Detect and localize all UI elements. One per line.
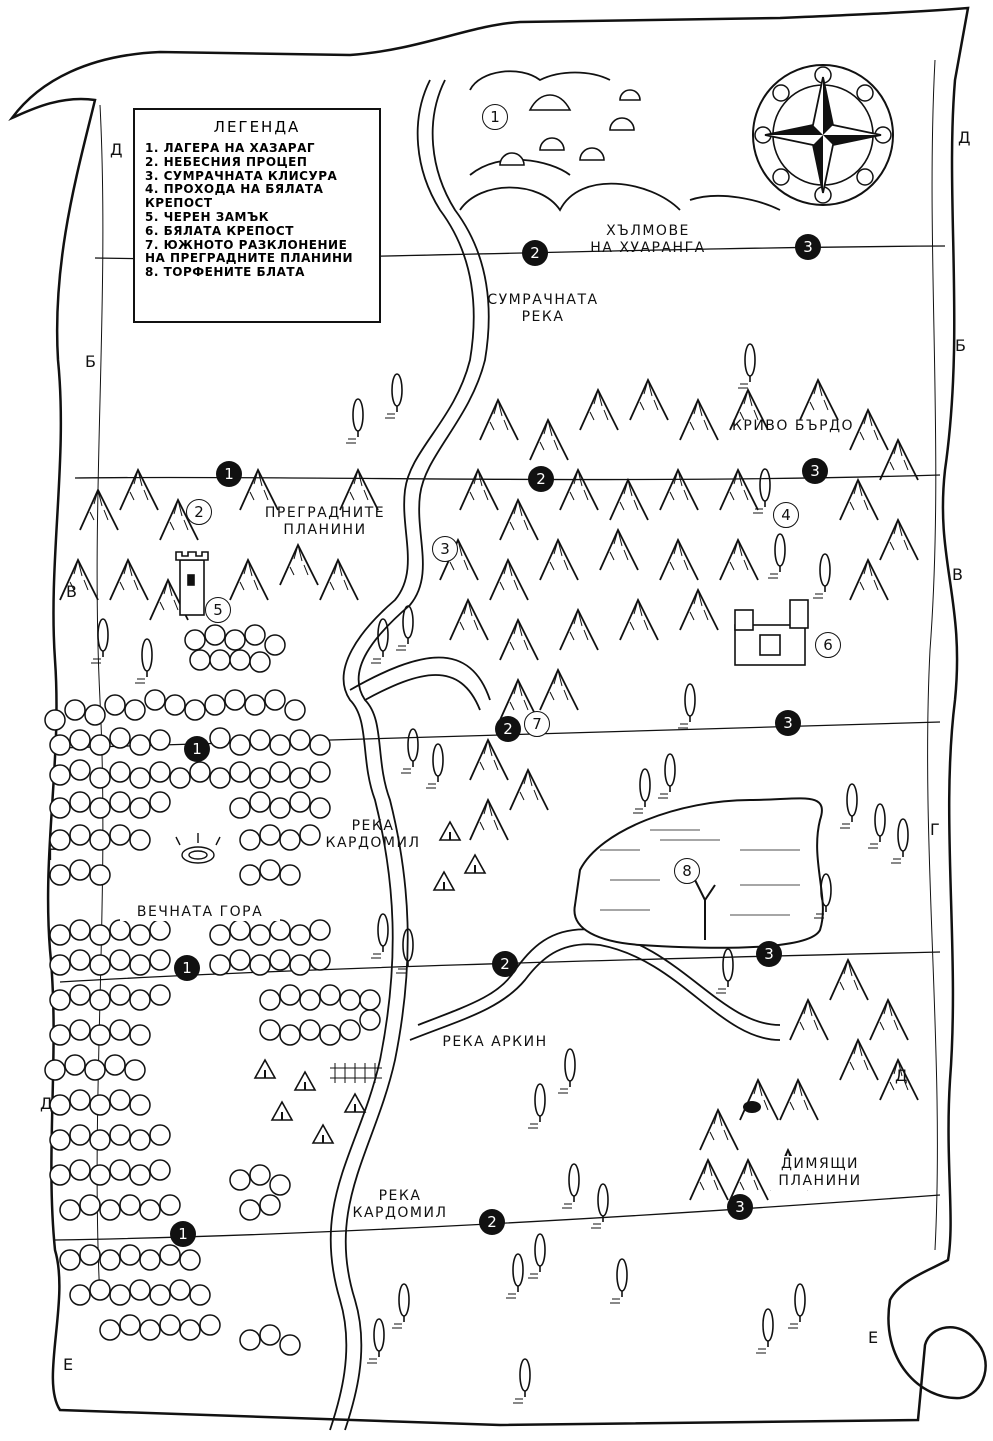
label-barrier-line2: ПЛАНИНИ (283, 522, 367, 538)
label-kardomil-river-north: РЕКА КАРДОМИЛ (318, 818, 428, 852)
label-hills-line2: НА ХУАРАНГА (590, 240, 706, 256)
label-kardomil2-line2: КАРДОМИЛ (352, 1205, 448, 1221)
route-marker: 3 (756, 941, 782, 967)
label-smoking-line1: ДИМЯЩИ (780, 1156, 859, 1172)
route-marker: 2 (479, 1209, 505, 1235)
route-marker: 3 (802, 458, 828, 484)
edge-letter: В (952, 565, 963, 584)
label-hills: ХЪЛМОВЕ НА ХУАРАНГА (578, 223, 718, 257)
legend-item: 7. ЮЖНОТО РАЗКЛОНЕНИЕ (145, 237, 348, 252)
label-smoking-line2: ПЛАНИНИ (778, 1173, 862, 1189)
route-marker: 3 (795, 234, 821, 260)
location-marker-2: 2 (186, 499, 212, 525)
label-dusk-river-line1: СУМРАЧНАТА (487, 292, 599, 308)
legend-item: 3. СУМРАЧНАТА КЛИСУРА (145, 168, 338, 183)
legend-item: 5. ЧЕРЕН ЗАМЪК (145, 209, 270, 224)
edge-letter: Д (40, 1094, 53, 1113)
label-dusk-river: СУМРАЧНАТА РЕКА (478, 292, 608, 326)
location-marker-7: 7 (524, 711, 550, 737)
white-fortress (734, 599, 809, 666)
label-kardomil-line2: КАРДОМИЛ (325, 835, 421, 851)
edge-letter: Д (110, 140, 123, 159)
location-marker-6: 6 (815, 632, 841, 658)
route-marker: 2 (495, 716, 521, 742)
label-kardomil-river-south: РЕКА КАРДОМИЛ (345, 1188, 455, 1222)
legend-item: НА ПРЕГРАДНИТЕ ПЛАНИНИ (145, 251, 354, 266)
legend-box: ЛЕГЕНДА 1. ЛАГЕРА НА ХАЗАРАГ 2. НЕБЕСНИЯ… (133, 108, 381, 323)
legend-item: 6. БЯЛАТА КРЕПОСТ (145, 223, 294, 238)
route-marker: 1 (184, 736, 210, 762)
edge-letter: Б (85, 352, 96, 371)
route-marker: 3 (727, 1194, 753, 1220)
label-arkin-river: РЕКА АРКИН (442, 1034, 548, 1050)
location-marker-4: 4 (773, 502, 799, 528)
label-dusk-river-line2: РЕКА (521, 309, 565, 325)
legend-item: 1. ЛАГЕРА НА ХАЗАРАГ (145, 141, 316, 155)
legend-item: 4. ПРОХОДА НА БЯЛАТА (145, 182, 324, 197)
scroll-border (8, 6, 987, 1427)
legend-item: 2. НЕБЕСНИЯ ПРОЦЕП (145, 154, 308, 169)
route-marker: 2 (492, 951, 518, 977)
edge-letter: В (66, 582, 77, 601)
label-kardomil2-line1: РЕКА (378, 1188, 422, 1204)
edge-letter: Д (958, 128, 971, 147)
location-marker-3: 3 (432, 536, 458, 562)
legend-list: 1. ЛАГЕРА НА ХАЗАРАГ 2. НЕБЕСНИЯ ПРОЦЕП … (145, 141, 369, 280)
route-marker: 1 (174, 955, 200, 981)
label-smoking-mountains: ДИМЯЩИ ПЛАНИНИ (765, 1156, 875, 1190)
route-marker: 2 (522, 240, 548, 266)
legend-item: КРЕПОСТ (145, 196, 213, 211)
label-krivo-bardo: КРИВО БЪРДО (731, 418, 855, 434)
route-marker: 3 (775, 710, 801, 736)
legend-title: ЛЕГЕНДА (213, 118, 301, 136)
label-barrier-line1: ПРЕГРАДНИТЕ (264, 505, 386, 521)
edge-letter: Д (895, 1066, 908, 1085)
black-castle (175, 551, 209, 616)
route-marker: 1 (216, 461, 242, 487)
edge-letter: Е (868, 1328, 879, 1347)
label-kardomil-line1: РЕКА (351, 818, 395, 834)
compass-rose (752, 64, 894, 206)
route-marker: 1 (170, 1221, 196, 1247)
edge-letter: Е (63, 1355, 74, 1374)
label-eternal-forest: ВЕЧНАТА ГОРА (120, 904, 280, 921)
location-marker-1: 1 (482, 104, 508, 130)
edge-letter: Г (930, 820, 940, 839)
label-hills-line1: ХЪЛМОВЕ (606, 223, 690, 239)
legend-item: 8. ТОРФЕНИТЕ БЛАТА (145, 265, 305, 280)
location-marker-8: 8 (674, 858, 700, 884)
route-marker: 2 (528, 466, 554, 492)
location-marker-5: 5 (205, 597, 231, 623)
edge-letter: Г (48, 845, 58, 864)
edge-letter: Б (955, 336, 966, 355)
label-barrier-mountains: ПРЕГРАДНИТЕ ПЛАНИНИ (255, 505, 395, 539)
